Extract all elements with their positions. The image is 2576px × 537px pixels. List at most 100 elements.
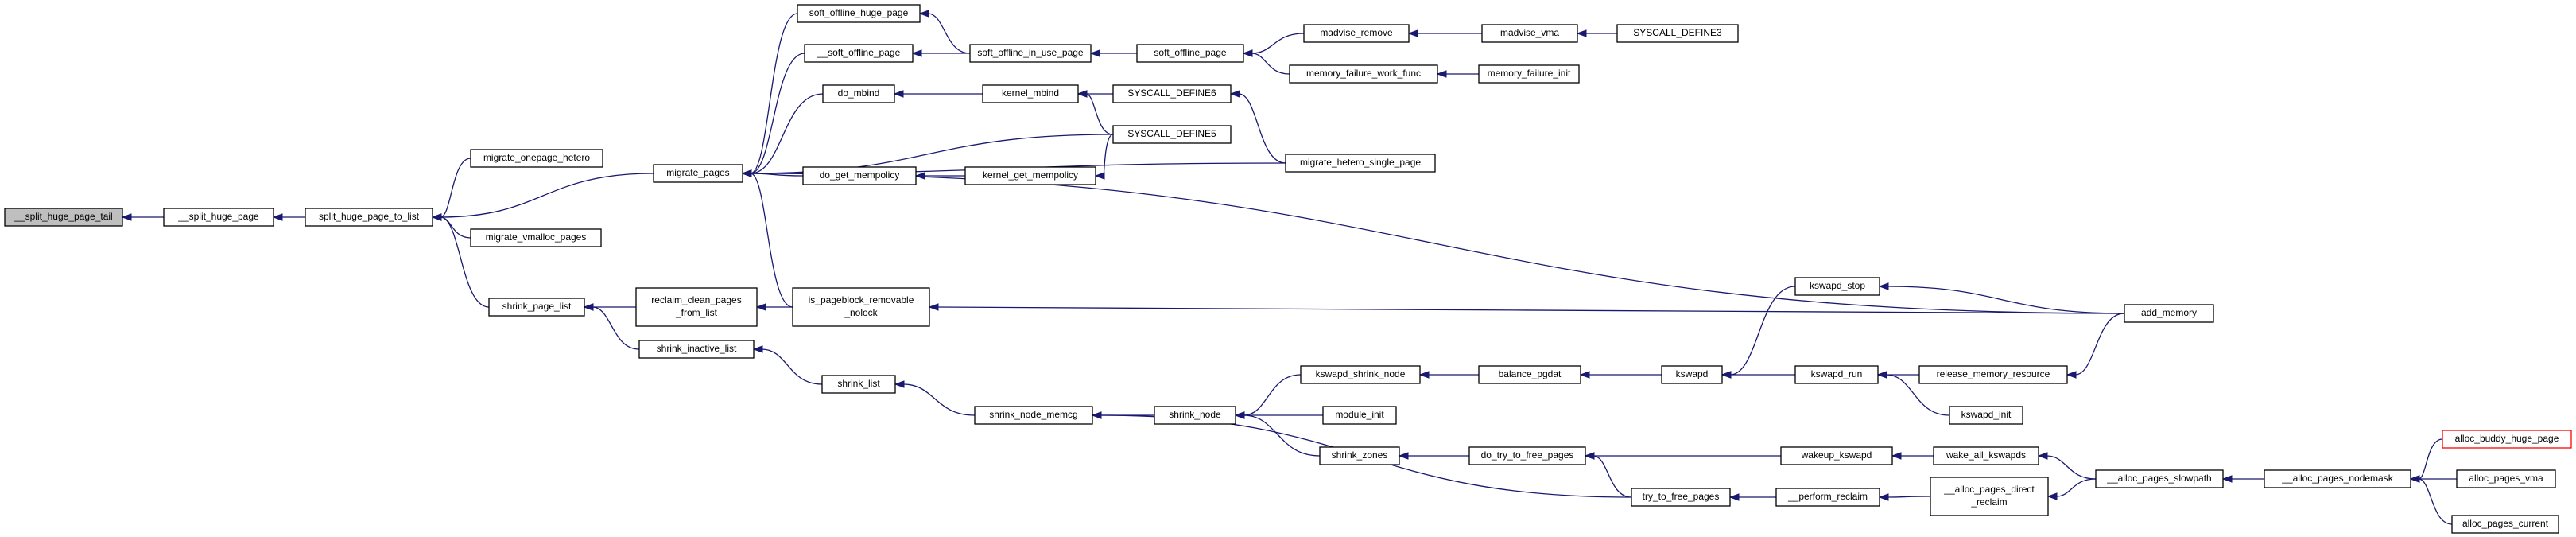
arrowhead	[1721, 371, 1732, 379]
node-box	[804, 44, 914, 63]
node-balance-pgdat[interactable]: balance_pgdat	[1478, 365, 1581, 384]
node-kswapd-init[interactable]: kswapd_init	[1949, 406, 2023, 425]
node-label: wakeup_kswapd	[1801, 449, 1872, 461]
node-box	[1478, 365, 1581, 384]
node-shrink-node[interactable]: shrink_node	[1154, 406, 1236, 425]
node-soft-offline-page[interactable]: soft_offline_page	[1136, 44, 1244, 63]
node-label: kswapd_run	[1811, 368, 1863, 379]
node-memory-failure-work-func[interactable]: memory_failure_work_func	[1289, 64, 1438, 84]
node-box	[1112, 84, 1232, 103]
edge-soft-offline-huge-page-to-migrate-pages	[750, 13, 798, 174]
node-module-init[interactable]: module_init	[1322, 406, 1397, 425]
node-alloc-pages-vma[interactable]: alloc_pages_vma	[2456, 469, 2556, 488]
node-migrate-hetero-single-page[interactable]: migrate_hetero_single_page	[1285, 154, 1436, 173]
node-shrink-list[interactable]: shrink_list	[821, 375, 896, 394]
arrowhead	[1878, 493, 1889, 501]
node-syscall-define6[interactable]: SYSCALL_DEFINE6	[1112, 84, 1232, 103]
node-split-huge-page[interactable]: __split_huge_page	[163, 208, 274, 227]
node-kswapd-run[interactable]: kswapd_run	[1794, 365, 1879, 384]
node-shrink-zones[interactable]: shrink_zones	[1319, 446, 1400, 465]
node-box	[1949, 406, 2023, 425]
node-shrink-inactive-list[interactable]: shrink_inactive_list	[638, 340, 755, 359]
node-label: module_init	[1335, 409, 1384, 420]
edge-add-memory-to-release-memory-resource	[2074, 313, 2125, 376]
node-wakeup-kswapd[interactable]: wakeup_kswapd	[1780, 446, 1893, 465]
node-box	[2442, 430, 2572, 449]
node-migrate-vmalloc-pages[interactable]: migrate_vmalloc_pages	[470, 228, 602, 247]
node-alloc-pages-nodemask[interactable]: __alloc_pages_nodemask	[2264, 469, 2411, 488]
node-split-huge-page-tail[interactable]: __split_huge_page_tail	[4, 208, 123, 227]
arrowhead	[752, 345, 763, 353]
node-soft-offline-page[interactable]: __soft_offline_page	[804, 44, 914, 63]
node-soft-offline-huge-page[interactable]: soft_offline_huge_page	[797, 4, 921, 23]
node-try-to-free-pages[interactable]: try_to_free_pages	[1631, 488, 1731, 507]
edge-soft-offline-page-to-migrate-pages	[750, 53, 805, 174]
node-box	[305, 208, 433, 227]
edge-migrate-pages-to-split-huge-page-to-list	[440, 173, 654, 218]
edge-is-pageblock-removable-nolock-to-migrate-pages	[750, 173, 793, 308]
node-madvise-remove[interactable]: madvise_remove	[1303, 24, 1410, 43]
node-release-memory-resource[interactable]: release_memory_resource	[1918, 365, 2068, 384]
node-kswapd-shrink-node[interactable]: kswapd_shrink_node	[1300, 365, 1421, 384]
node-label: alloc_buddy_huge_page	[2455, 433, 2559, 444]
arrowhead	[431, 213, 442, 221]
arrowhead	[1876, 371, 1887, 379]
node-perform-reclaim[interactable]: __perform_reclaim	[1775, 488, 1880, 507]
node-alloc-pages-current[interactable]: alloc_pages_current	[2451, 515, 2559, 534]
arrowhead	[583, 303, 594, 311]
node-box	[163, 208, 274, 227]
edge-try-to-free-pages-to-do-try-to-free-pages	[1593, 455, 1632, 498]
node-do-get-mempolicy[interactable]: do_get_mempolicy	[802, 166, 917, 185]
node-split-huge-page-to-list[interactable]: split_huge_page_to_list	[305, 208, 433, 227]
node-box	[635, 287, 758, 327]
node-syscall-define5[interactable]: SYSCALL_DEFINE5	[1112, 125, 1232, 144]
node-kswapd[interactable]: kswapd	[1661, 365, 1723, 384]
node-label: migrate_pages	[666, 167, 729, 178]
node-memory-failure-init[interactable]: memory_failure_init	[1478, 64, 1580, 84]
node-shrink-node-memcg[interactable]: shrink_node_memcg	[974, 406, 1093, 425]
node-box	[2095, 469, 2224, 488]
node-wake-all-kswapds[interactable]: wake_all_kswapds	[1933, 446, 2039, 465]
edge-shrink-zones-to-shrink-node	[1243, 414, 1321, 457]
node-shrink-page-list[interactable]: shrink_page_list	[488, 298, 585, 317]
edge-alloc-pages-current-to-alloc-pages-nodemask	[2418, 478, 2453, 525]
node-box	[792, 287, 930, 327]
node-label: shrink_inactive_list	[657, 343, 737, 354]
node-alloc-pages-direct-reclaim[interactable]: __alloc_pages_direct_reclaim	[1930, 477, 2049, 516]
node-box	[1661, 365, 1723, 384]
node-alloc-buddy-huge-page[interactable]: alloc_buddy_huge_page	[2442, 430, 2572, 449]
node-box	[969, 44, 1092, 63]
node-syscall-define3[interactable]: SYSCALL_DEFINE3	[1616, 24, 1739, 43]
arrowhead	[1891, 452, 1902, 460]
node-migrate-pages[interactable]: migrate_pages	[653, 164, 743, 183]
node-kswapd-stop[interactable]: kswapd_stop	[1794, 277, 1880, 296]
node-kernel-mbind[interactable]: kernel_mbind	[982, 84, 1079, 103]
edge-shrink-node-memcg-to-shrink-list	[902, 383, 976, 416]
node-add-memory[interactable]: add_memory	[2124, 304, 2214, 323]
node-box	[1780, 446, 1893, 465]
node-label: __alloc_pages_slowpath	[2106, 473, 2211, 484]
node-soft-offline-in-use-page[interactable]: soft_offline_in_use_page	[969, 44, 1092, 63]
node-label: soft_offline_huge_page	[809, 7, 909, 18]
node-label: release_memory_resource	[1937, 368, 2050, 379]
node-do-try-to-free-pages[interactable]: do_try_to_free_pages	[1468, 446, 1586, 465]
node-kernel-get-mempolicy[interactable]: kernel_get_mempolicy	[964, 166, 1096, 185]
node-label: madvise_remove	[1320, 27, 1393, 38]
node-do-mbind[interactable]: do_mbind	[822, 84, 895, 103]
arrowhead	[1091, 411, 1102, 419]
node-migrate-onepage-hetero[interactable]: migrate_onepage_hetero	[470, 149, 603, 168]
node-box	[1481, 24, 1578, 43]
node-alloc-pages-slowpath[interactable]: __alloc_pages_slowpath	[2095, 469, 2224, 488]
arrowhead	[2409, 475, 2420, 483]
node-box	[1933, 446, 2039, 465]
node-reclaim-clean-pages-from-list[interactable]: reclaim_clean_pages_from_list	[635, 287, 758, 327]
arrowhead	[914, 172, 925, 180]
node-box	[1775, 488, 1880, 507]
node-is-pageblock-removable-nolock[interactable]: is_pageblock_removable_nolock	[792, 287, 930, 327]
node-label: _nolock	[844, 307, 878, 318]
node-label: kswapd	[1676, 368, 1709, 379]
edge-alloc-buddy-huge-page-to-alloc-pages-nodemask	[2418, 438, 2443, 480]
node-label: __split_huge_page_tail	[14, 211, 112, 222]
node-madvise-vma[interactable]: madvise_vma	[1481, 24, 1578, 43]
